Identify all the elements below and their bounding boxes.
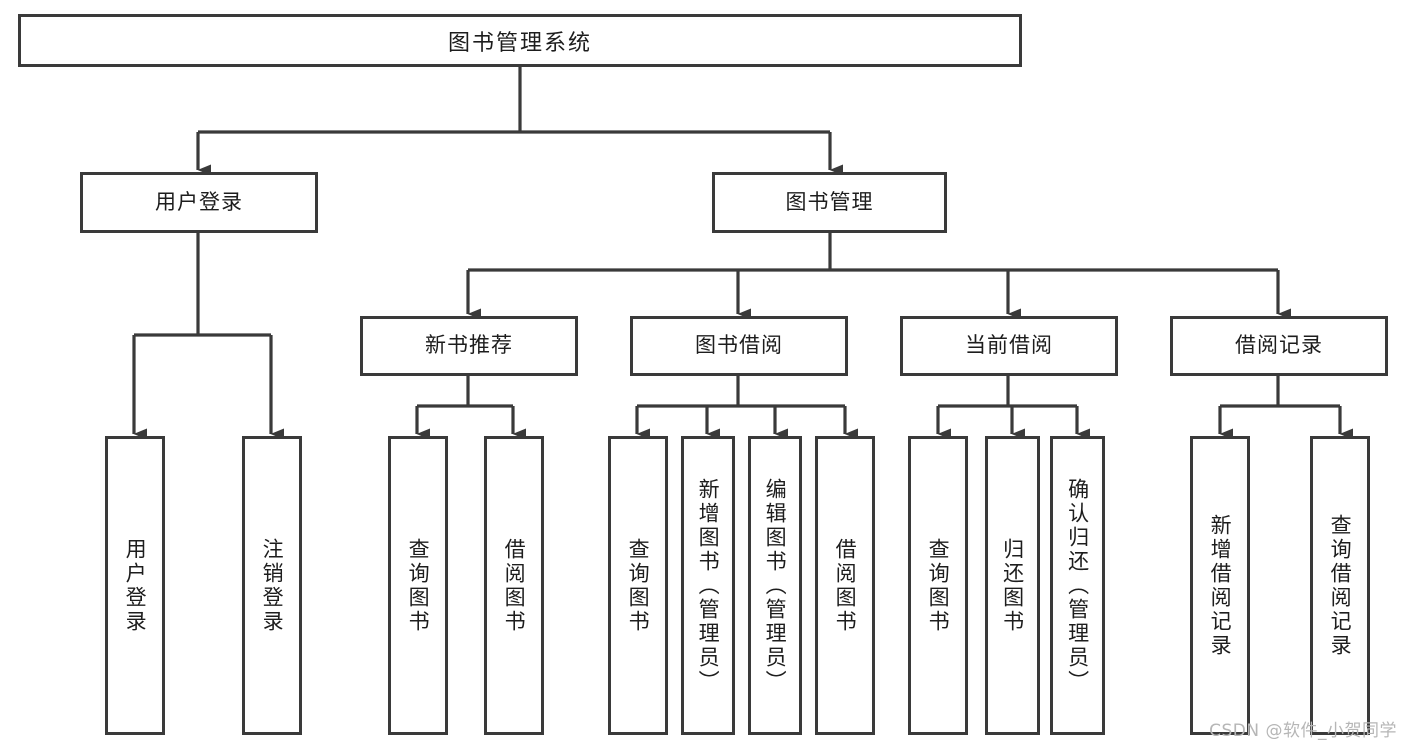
node-borrow-record[interactable]: 借阅记录 (1170, 316, 1388, 376)
node-user-login[interactable]: 用户登录 (80, 172, 318, 233)
node-current-borrow[interactable]: 当前借阅 (900, 316, 1118, 376)
node-leaf-logout[interactable]: 注销登录 (242, 436, 302, 735)
node-leaf-add-record[interactable]: 新增借阅记录 (1190, 436, 1250, 735)
node-leaf-edit-book[interactable]: 编辑图书（管理员） (748, 436, 802, 735)
csdn-watermark: CSDN @软件_小贺同学 (1209, 721, 1397, 741)
node-leaf-query-record[interactable]: 查询借阅记录 (1310, 436, 1370, 735)
node-leaf-borrow-book-2[interactable]: 借阅图书 (815, 436, 875, 735)
node-new-book-recommend[interactable]: 新书推荐 (360, 316, 578, 376)
node-leaf-query-book-3[interactable]: 查询图书 (908, 436, 968, 735)
node-leaf-add-book[interactable]: 新增图书（管理员） (681, 436, 735, 735)
node-leaf-user-login[interactable]: 用户登录 (105, 436, 165, 735)
node-leaf-query-book-2[interactable]: 查询图书 (608, 436, 668, 735)
node-leaf-borrow-book-1[interactable]: 借阅图书 (484, 436, 544, 735)
node-leaf-confirm-return[interactable]: 确认归还（管理员） (1050, 436, 1105, 735)
node-leaf-query-book-1[interactable]: 查询图书 (388, 436, 448, 735)
node-root[interactable]: 图书管理系统 (18, 14, 1022, 67)
node-leaf-return-book[interactable]: 归还图书 (985, 436, 1040, 735)
node-book-borrow[interactable]: 图书借阅 (630, 316, 848, 376)
node-book-manage[interactable]: 图书管理 (712, 172, 947, 233)
